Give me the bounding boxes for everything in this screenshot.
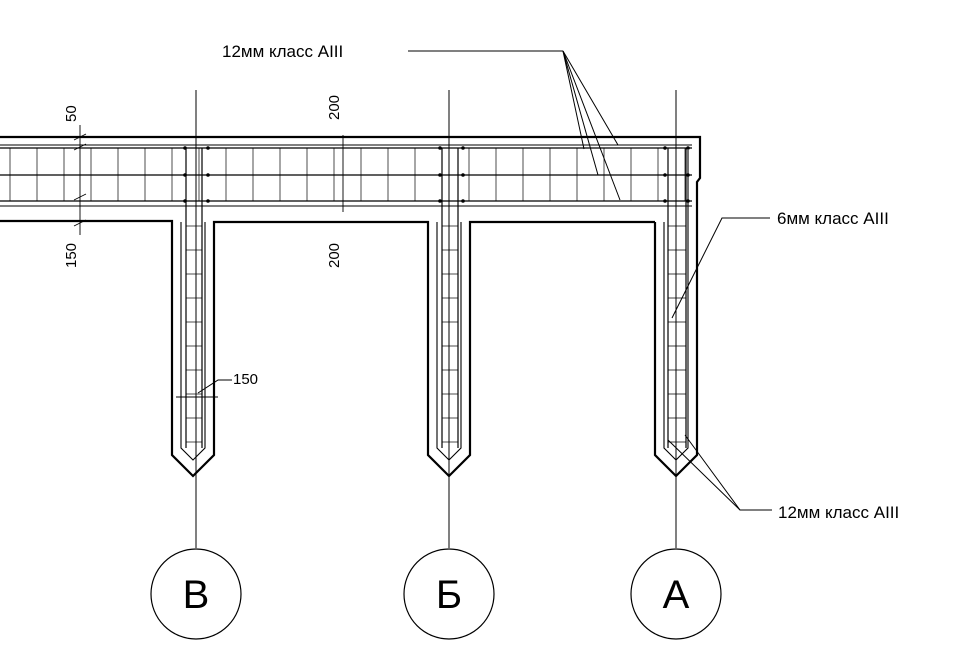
- rebar-node: [438, 199, 442, 203]
- rebar-node: [686, 173, 690, 177]
- callout-bottom-rebar: 12мм класс AIII: [667, 434, 899, 522]
- dim-stirrup-spacing: 150: [233, 371, 258, 388]
- dim-spacing-top: 200: [326, 95, 343, 120]
- axis-label-b: Б: [436, 573, 462, 617]
- rebar-node: [438, 146, 442, 150]
- callout-top-rebar: 12мм класс AIII: [222, 42, 621, 201]
- rebar-node: [461, 146, 465, 150]
- rebar-node: [686, 199, 690, 203]
- axis-label-v: В: [183, 573, 210, 617]
- callout-top-rebar-label: 12мм класс AIII: [222, 42, 343, 61]
- slab-dimension-left: 50 150: [63, 105, 87, 268]
- axis-bubble-b: Б: [403, 548, 495, 640]
- dim-cover-top: 50: [63, 105, 80, 122]
- slab-dimension-mid: 200 200: [326, 95, 344, 268]
- axis-bubble-v: В: [150, 548, 242, 640]
- rib-stirrup-dimension: 150: [176, 371, 258, 403]
- rebar-node: [206, 199, 210, 203]
- rebar-node: [686, 146, 690, 150]
- rebar-node: [663, 173, 667, 177]
- rib-reinforcement-cages: [185, 148, 687, 448]
- rebar-node: [663, 199, 667, 203]
- callout-stirrups-label: 6мм класс AIII: [777, 209, 889, 228]
- callout-stirrups: 6мм класс AIII: [671, 209, 889, 319]
- gridline-axes: [195, 90, 677, 548]
- dim-spacing-bottom: 200: [326, 243, 343, 268]
- rebar-node: [461, 199, 465, 203]
- rebar-node: [461, 173, 465, 177]
- rebar-node: [663, 146, 667, 150]
- rebar-node: [206, 146, 210, 150]
- axis-bubble-a: А: [630, 548, 722, 640]
- dim-cover-bottom: 150: [63, 243, 80, 268]
- axis-label-a: А: [663, 573, 690, 617]
- rebar-node: [206, 173, 210, 177]
- callout-bottom-rebar-label: 12мм класс AIII: [778, 503, 899, 522]
- rebar-node: [438, 173, 442, 177]
- slab-reinforcement-mesh: [0, 146, 692, 203]
- concrete-outline: [0, 135, 702, 478]
